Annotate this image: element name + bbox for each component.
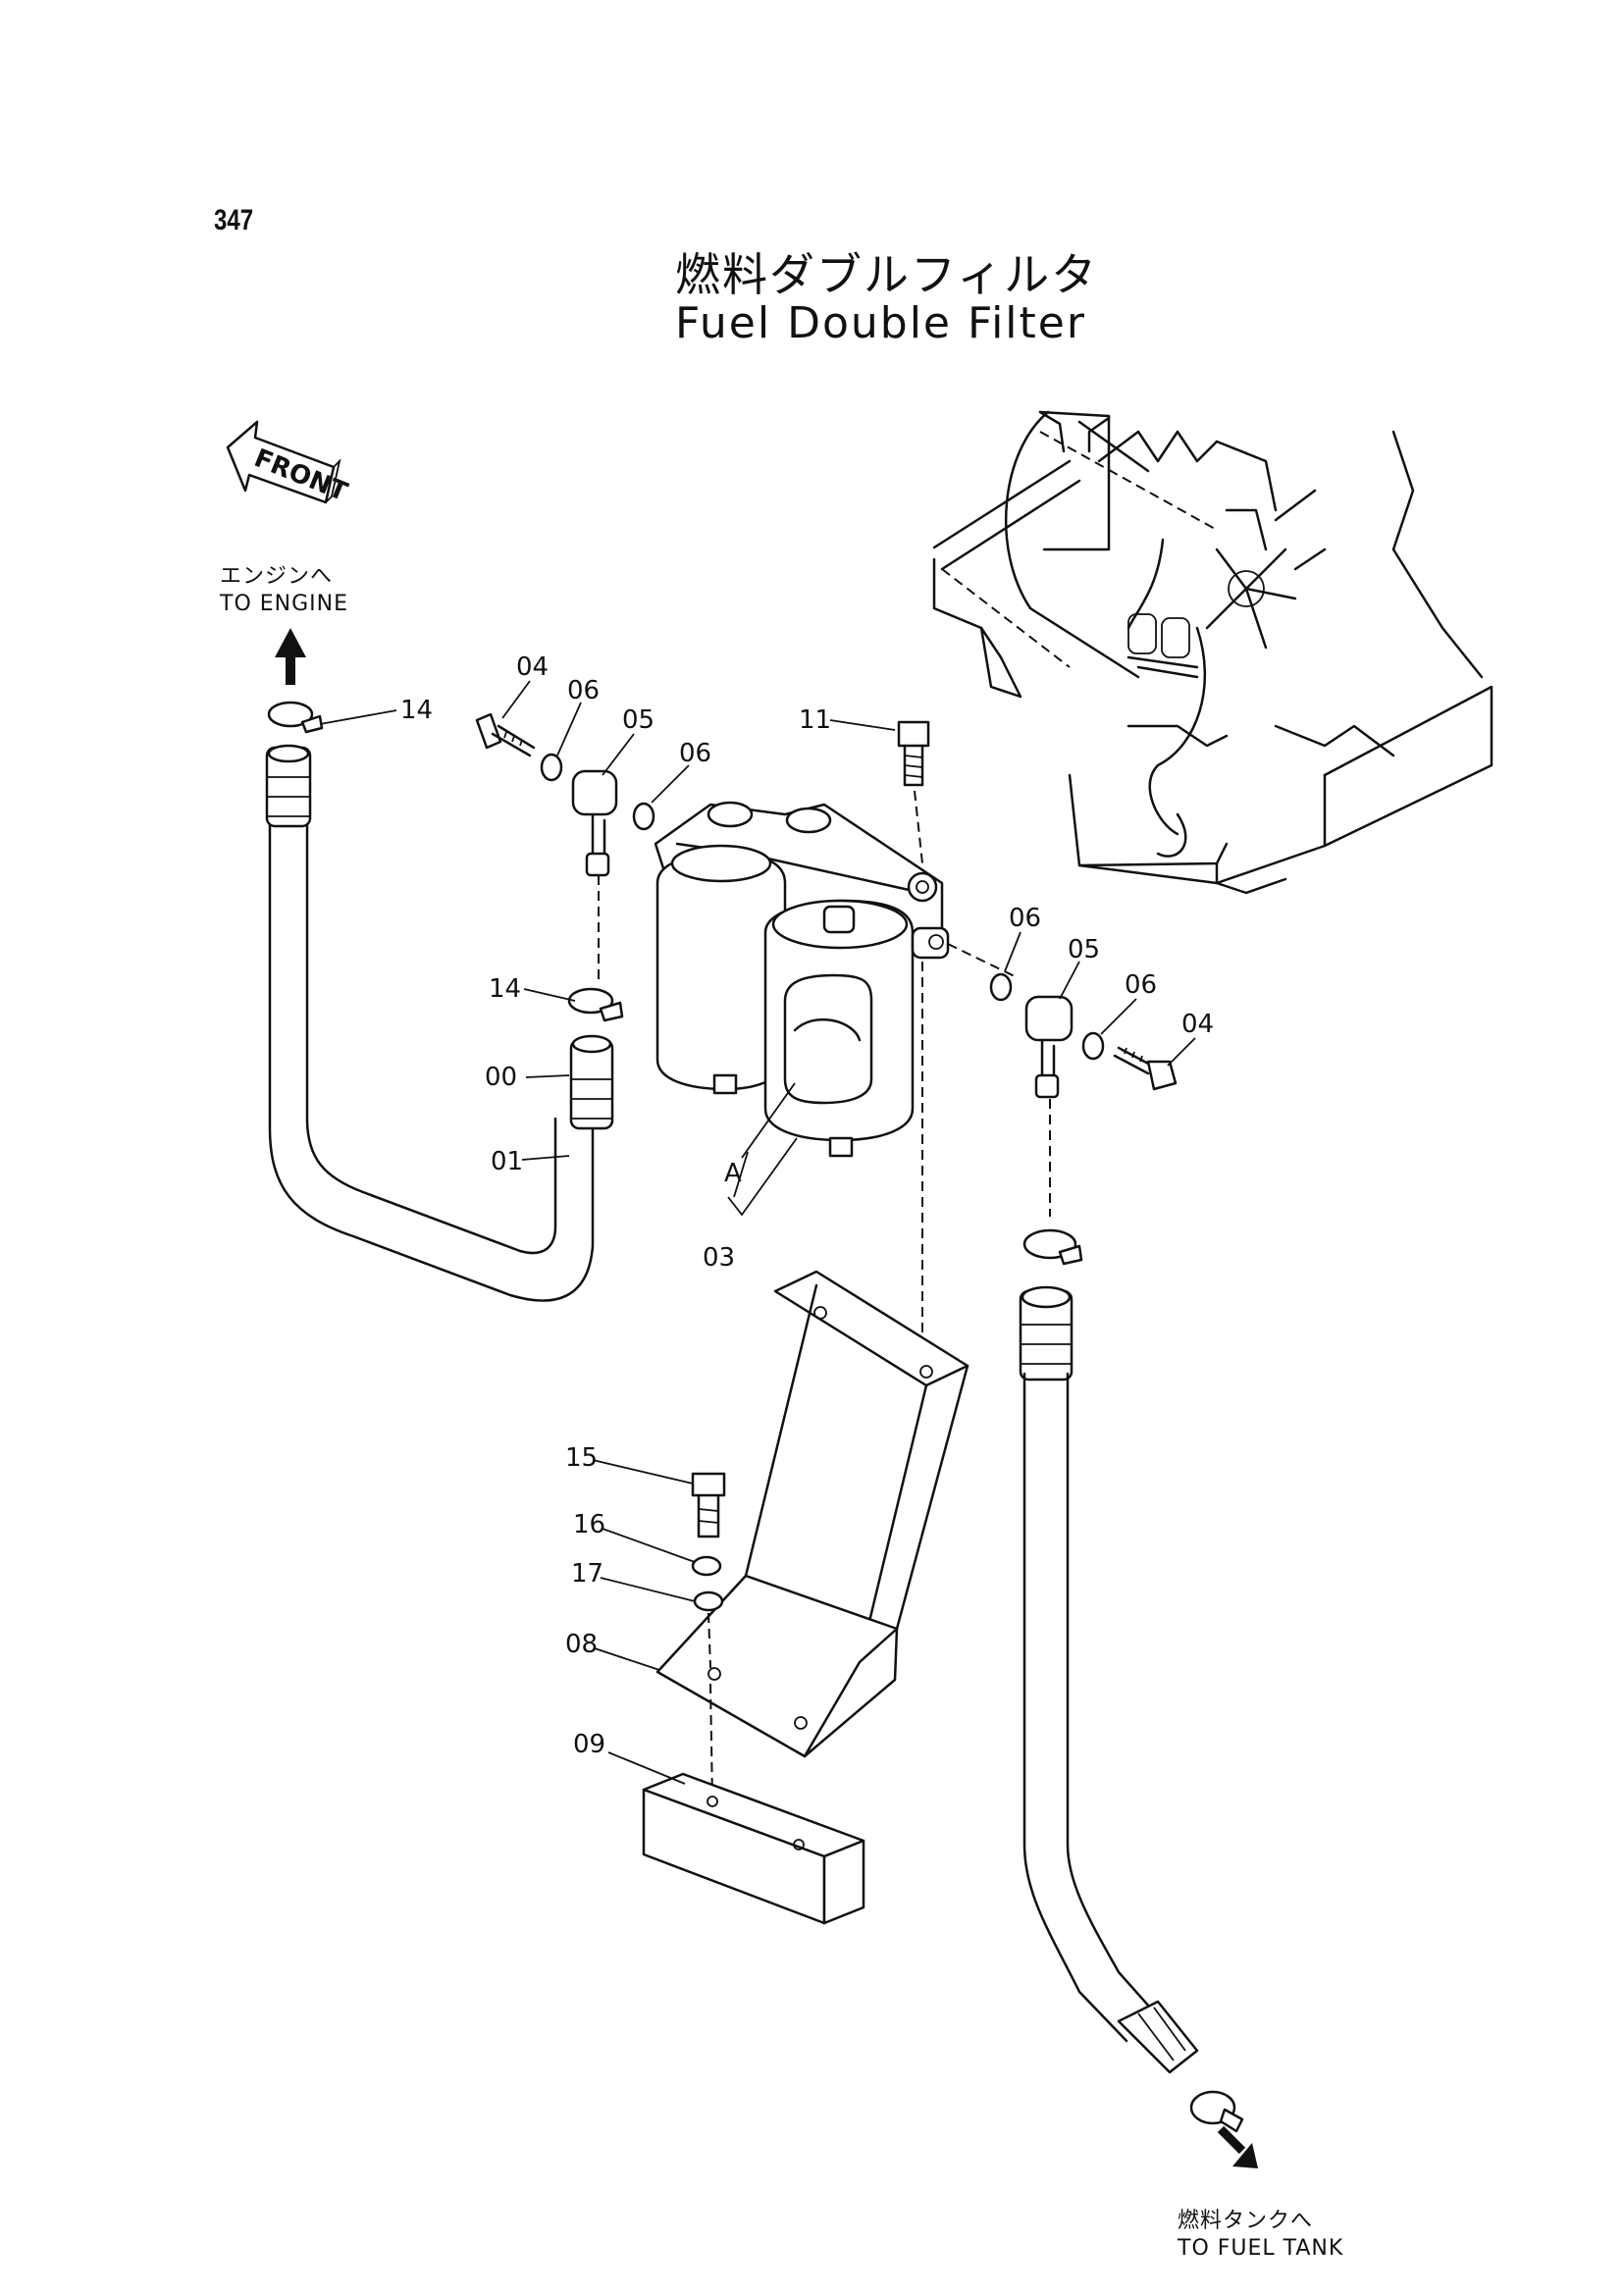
front-arrow-icon: FRONT: [226, 420, 352, 507]
right-banjo-bolt: [1113, 1046, 1178, 1091]
callout-11: 11: [799, 705, 831, 735]
front-label: FRONT: [250, 443, 352, 507]
fuel-double-filter-assembly: [654, 801, 950, 1158]
callout-08: 08: [565, 1630, 598, 1659]
callout-16: 16: [573, 1510, 605, 1539]
to-fuel-tank-english: TO FUEL TANK: [1178, 2236, 1344, 2261]
callout-04-right: 04: [1181, 1010, 1214, 1039]
to-fuel-tank-label: 燃料タンクへ TO FUEL TANK: [1178, 2208, 1343, 2263]
to-engine-label: エンジンへ TO ENGINE: [220, 563, 348, 618]
to-fuel-tank-japanese: 燃料タンクへ: [1178, 2209, 1314, 2233]
hose-end-fitting-00: [569, 1034, 614, 1130]
callout-06-left-b: 06: [679, 739, 711, 768]
right-dash-guide-a: [947, 943, 1018, 978]
callout-01: 01: [491, 1147, 523, 1176]
callout-06-right-b: 06: [1125, 970, 1157, 1000]
callout-04-left: 04: [516, 652, 549, 682]
callout-05-right: 05: [1068, 935, 1100, 965]
left-banjo-eye: [571, 769, 618, 877]
callout-14-top: 14: [400, 696, 433, 725]
left-fuel-hose: [265, 744, 595, 1302]
left-banjo-bolt: [475, 712, 536, 757]
to-fuel-tank-arrow-icon: [1217, 2125, 1258, 2168]
callout-03: 03: [703, 1243, 735, 1273]
mid-hose-clamp-icon: [567, 987, 624, 1022]
left-washer-a: [540, 753, 563, 782]
right-hose-clamp-icon: [1022, 1228, 1083, 1266]
title-english: Fuel Double Filter: [675, 298, 1086, 348]
engine-context-drawing: [932, 410, 1493, 895]
right-fuel-hose: [1019, 1285, 1244, 2133]
callout-a: A: [724, 1159, 742, 1188]
callout-leaders: [319, 680, 1196, 1785]
to-engine-english: TO ENGINE: [220, 592, 348, 616]
title-japanese: 燃料ダブルフィルタ: [675, 248, 1099, 301]
callout-05-left: 05: [622, 705, 655, 735]
mounting-bracket-08: [655, 1270, 969, 1758]
bracket-dash-guide: [707, 1612, 713, 1802]
washer-16: [691, 1555, 722, 1577]
to-engine-japanese: エンジンへ: [220, 564, 334, 589]
callout-06-left-a: 06: [567, 676, 600, 705]
right-washer-b: [1081, 1031, 1105, 1061]
callout-labels: 14 04 06 05 06 11 14 00 01 A 03 06 05 06…: [400, 652, 1214, 1759]
callout-00: 00: [485, 1063, 517, 1092]
top-hose-clamp-icon: [267, 701, 324, 734]
callout-15: 15: [565, 1443, 598, 1473]
right-washer-a: [989, 972, 1013, 1002]
left-washer-b: [632, 802, 655, 831]
callout-06-right-a: 06: [1009, 904, 1041, 933]
washer-17: [693, 1590, 724, 1612]
right-banjo-eye: [1024, 995, 1074, 1099]
center-dash-guide: [914, 790, 923, 1334]
bolt-15: [691, 1472, 726, 1538]
page-number: 347: [214, 204, 254, 236]
spacer-block-09: [642, 1772, 865, 1925]
callout-09: 09: [573, 1730, 605, 1759]
callout-17: 17: [571, 1559, 603, 1589]
bolt-11: [897, 720, 930, 787]
callout-14-mid: 14: [489, 974, 521, 1004]
to-engine-arrow-icon: [275, 628, 306, 685]
